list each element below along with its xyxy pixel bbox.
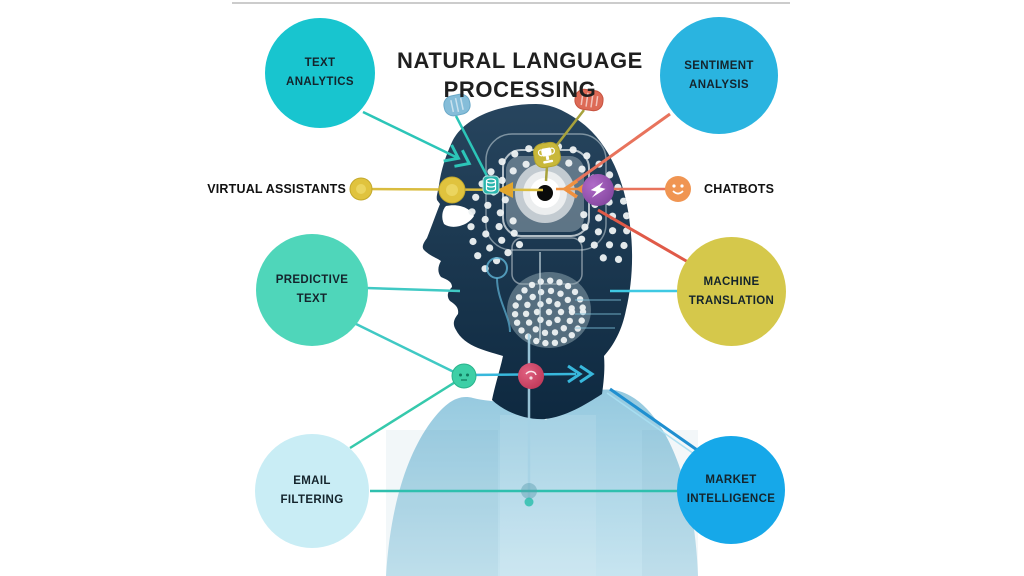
bubble-label: INTELLIGENCE bbox=[686, 493, 776, 505]
bubble-market-intelligence: MARKET INTELLIGENCE bbox=[677, 436, 785, 544]
brain-chip-icon-red bbox=[574, 88, 604, 112]
trophy-icon bbox=[533, 141, 561, 169]
bubble-label: MACHINE bbox=[703, 275, 760, 288]
brain-chip-icon-blue bbox=[443, 93, 471, 117]
bubble-label: MARKET bbox=[705, 474, 757, 487]
bubble-label: TRANSLATION bbox=[688, 294, 775, 307]
bubble-machine-translation: MACHINE TRANSLATION bbox=[677, 237, 786, 346]
database-icon bbox=[482, 175, 500, 195]
bubble-label: ANALYSIS bbox=[689, 78, 749, 91]
bubble-label: ANALYTICS bbox=[286, 76, 354, 88]
title-line-2: PROCESSING bbox=[443, 77, 597, 103]
smiley-node-icon bbox=[665, 176, 691, 202]
line-predictive-mouth bbox=[365, 286, 461, 293]
bubble-label: TEXT bbox=[304, 57, 336, 70]
yellow-node-icon-2 bbox=[438, 176, 466, 204]
lightning-orb-icon bbox=[582, 174, 614, 206]
line-shoulder-highlight bbox=[606, 392, 698, 457]
line-email-neck bbox=[349, 379, 458, 450]
page-title: NATURAL LANGUAGE PROCESSING bbox=[378, 46, 662, 104]
icon-nodes bbox=[349, 88, 691, 389]
line-shoulder bbox=[609, 387, 701, 454]
line-text-analytics bbox=[362, 110, 459, 160]
arrow-icon-double-chevron bbox=[567, 364, 595, 384]
bubble-predictive-text: PREDICTIVE TEXT bbox=[256, 234, 368, 346]
bubble-label: TEXT bbox=[296, 293, 328, 305]
title-line-1: NATURAL LANGUAGE bbox=[397, 48, 643, 73]
label-virtual-assistants: VIRTUAL ASSISTANTS bbox=[207, 182, 346, 196]
teal-node-icon bbox=[451, 363, 477, 389]
yellow-node-icon bbox=[349, 177, 373, 201]
bubble-label: PREDICTIVE bbox=[275, 274, 349, 287]
arrow-icon-yellow bbox=[497, 182, 513, 198]
lens-eye-icon bbox=[515, 163, 575, 223]
bubble-text-analytics: TEXT ANALYTICS bbox=[265, 18, 375, 128]
line-sentiment bbox=[571, 112, 671, 186]
pink-node-icon bbox=[518, 363, 544, 389]
connector-lines bbox=[349, 109, 701, 507]
image-top-border bbox=[232, 2, 790, 4]
bubble-label: SENTIMENT bbox=[684, 59, 754, 72]
body-dot bbox=[524, 497, 534, 507]
bubble-sentiment-analysis: SENTIMENT ANALYSIS bbox=[660, 17, 778, 134]
arrow-icon bbox=[443, 144, 472, 168]
bubble-label: EMAIL bbox=[293, 475, 331, 488]
bubble-label: FILTERING bbox=[280, 494, 344, 506]
line-brain-chip-red bbox=[544, 109, 585, 182]
label-chatbots: CHATBOTS bbox=[704, 182, 775, 196]
line-machine-translation-red bbox=[597, 208, 689, 264]
body-node bbox=[521, 483, 537, 499]
line-brain-chip-blue bbox=[454, 115, 489, 177]
line-predictive-neck bbox=[351, 320, 457, 375]
bubble-email-filtering: EMAIL FILTERING bbox=[255, 434, 369, 548]
eye-cutout bbox=[442, 205, 474, 227]
